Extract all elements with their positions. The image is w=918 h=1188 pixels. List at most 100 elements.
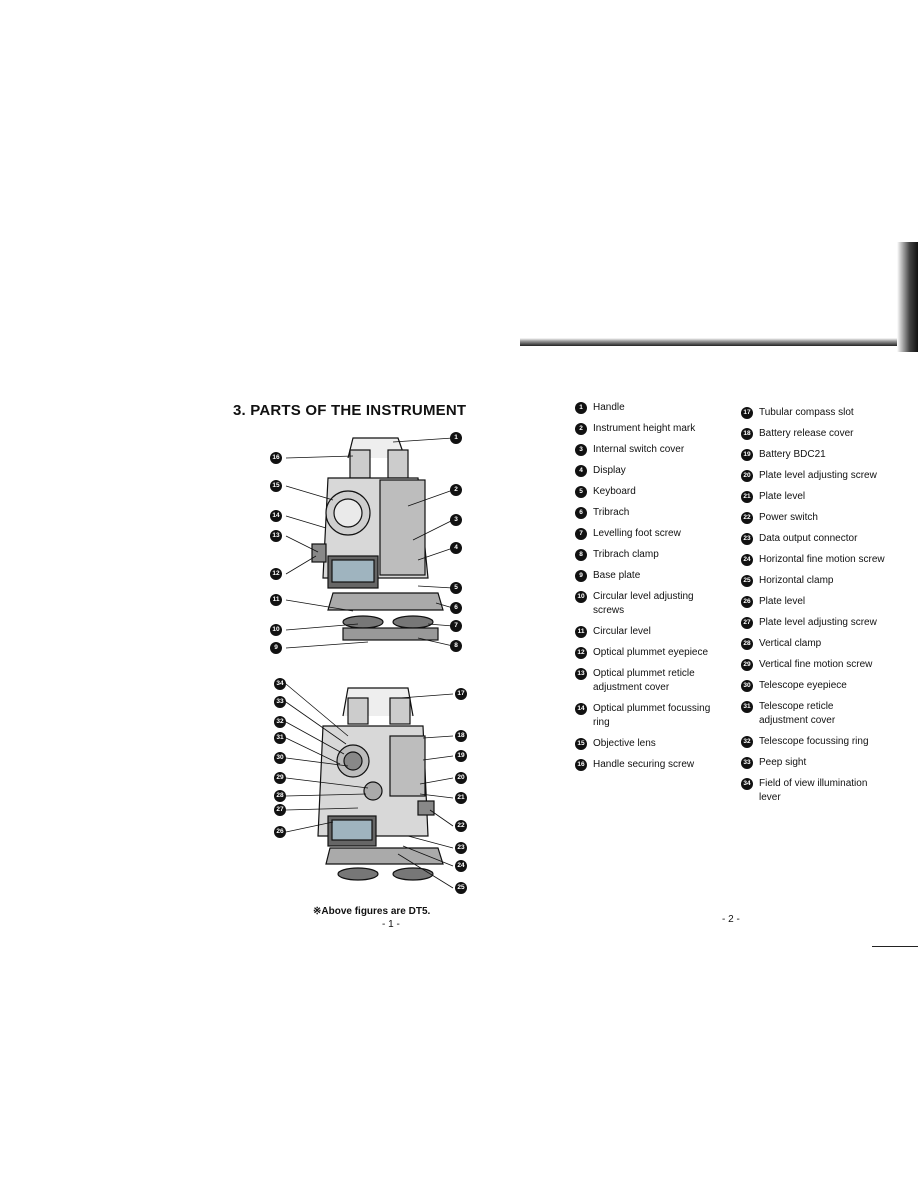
section-heading: 3. PARTS OF THE INSTRUMENT — [233, 402, 467, 419]
callout-31: 31 — [274, 732, 286, 744]
item-label: Display — [593, 465, 626, 476]
list-item: 1 Handle — [575, 401, 720, 415]
number-badge: 6 — [575, 507, 587, 519]
number-badge: 3 — [575, 444, 587, 456]
page-edge-line — [872, 946, 918, 947]
item-label: Horizontal fine motion screw — [759, 554, 885, 565]
number-badge: 27 — [741, 617, 753, 629]
callout-11: 11 — [270, 594, 282, 606]
callout-17: 17 — [455, 688, 467, 700]
callout-14: 14 — [270, 510, 282, 522]
callout-1: 1 — [450, 432, 462, 444]
number-badge: 7 — [575, 528, 587, 540]
item-label: Battery release cover — [759, 428, 854, 439]
callout-18: 18 — [455, 730, 467, 742]
page-number-right: - 2 - — [722, 914, 740, 925]
callout-27: 27 — [274, 804, 286, 816]
callout-3: 3 — [450, 514, 462, 526]
number-badge: 13 — [575, 668, 587, 680]
instrument-back-figure — [285, 683, 454, 889]
callout-12: 12 — [270, 568, 282, 580]
item-label: Handle — [593, 402, 625, 413]
number-badge: 28 — [741, 638, 753, 650]
list-item: 13 Optical plummet reticle adjustment cov… — [575, 667, 721, 695]
number-badge: 23 — [741, 533, 753, 545]
callout-23: 23 — [455, 842, 467, 854]
item-label: Optical plummet eyepiece — [593, 647, 709, 658]
item-label: Data output connector — [759, 533, 858, 544]
callout-25: 25 — [455, 882, 467, 894]
item-label: Keyboard — [593, 486, 636, 497]
callout-24: 24 — [455, 860, 467, 872]
item-label: Vertical fine motion screw — [759, 659, 873, 670]
list-item: 17 Tubular compass slot — [741, 406, 901, 420]
number-badge: 33 — [741, 757, 753, 769]
callout-10: 10 — [270, 624, 282, 636]
item-label: Power switch — [759, 512, 818, 523]
item-label: Base plate — [593, 570, 641, 581]
number-badge: 1 — [575, 402, 587, 414]
number-badge: 11 — [575, 626, 587, 638]
callout-33: 33 — [274, 696, 286, 708]
callout-30: 30 — [274, 752, 286, 764]
item-label: Plate level — [759, 596, 806, 607]
list-item: 21 Plate level — [741, 490, 901, 504]
number-badge: 32 — [741, 736, 753, 748]
callout-32: 32 — [274, 716, 286, 728]
item-label: Vertical clamp — [759, 638, 822, 649]
item-label: Circular level — [593, 626, 651, 637]
number-badge: 21 — [741, 491, 753, 503]
callout-19: 19 — [455, 750, 467, 762]
item-label: Optical plummet reticle adjustment cover — [593, 668, 695, 693]
number-badge: 2 — [575, 423, 587, 435]
number-badge: 8 — [575, 549, 587, 561]
number-badge: 31 — [741, 701, 753, 713]
callout-2: 2 — [450, 484, 462, 496]
item-label: Telescope eyepiece — [759, 680, 847, 691]
list-item: 29 Vertical fine motion screw — [741, 658, 901, 672]
callout-34: 34 — [274, 678, 286, 690]
number-badge: 20 — [741, 470, 753, 482]
list-item: 15 Objective lens — [575, 737, 720, 751]
item-label: Battery BDC21 — [759, 449, 826, 460]
item-label: Field of view illumination lever — [759, 778, 868, 803]
callout-21: 21 — [455, 792, 467, 804]
callout-4: 4 — [450, 542, 462, 554]
number-badge: 9 — [575, 570, 587, 582]
item-label: Circular level adjusting screws — [593, 591, 694, 616]
callout-16: 16 — [270, 452, 282, 464]
item-label: Tribrach clamp — [593, 549, 659, 560]
item-label: Tubular compass slot — [759, 407, 854, 418]
callout-6: 6 — [450, 602, 462, 614]
item-label: Handle securing screw — [593, 759, 695, 770]
number-badge: 15 — [575, 738, 587, 750]
number-badge: 17 — [741, 407, 753, 419]
callout-26: 26 — [274, 826, 286, 838]
number-badge: 34 — [741, 778, 753, 790]
scan-shadow-bar — [520, 338, 918, 346]
item-label: Plate level — [759, 491, 806, 502]
callout-7: 7 — [450, 620, 462, 632]
number-badge: 29 — [741, 659, 753, 671]
item-label: Objective lens — [593, 738, 656, 749]
list-item: 34 Field of view illumination lever — [741, 777, 884, 805]
number-badge: 26 — [741, 596, 753, 608]
item-label: Horizontal clamp — [759, 575, 834, 586]
number-badge: 25 — [741, 575, 753, 587]
callout-29: 29 — [274, 772, 286, 784]
page-number-left: - 1 - — [382, 919, 400, 930]
list-item: 25 Horizontal clamp — [741, 574, 901, 588]
